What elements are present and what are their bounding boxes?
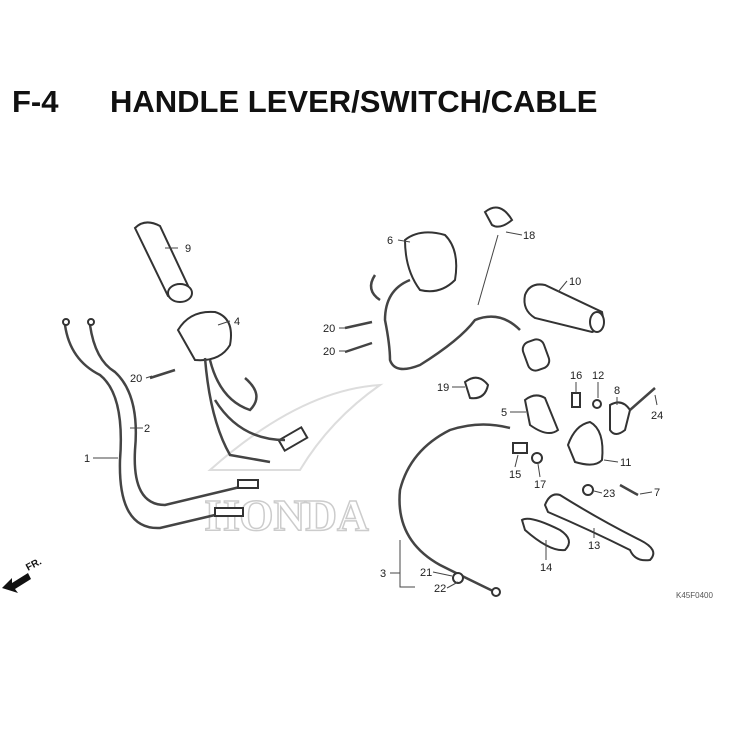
callout-22: 22 [434,583,446,595]
callout-5: 5 [501,407,507,419]
callout-20a: 20 [130,373,142,385]
diagram-reference-code: K45F0400 [676,591,713,600]
left-switch-housing [176,310,309,464]
cover-19 [463,376,490,400]
callout-8: 8 [614,385,620,397]
callout-1: 1 [84,453,90,465]
bar-end-weight [521,338,551,372]
throttle-cables [62,318,259,530]
section-code: F-4 [12,84,59,119]
left-grip [133,221,193,303]
callout-23: 23 [603,488,615,500]
callout-13: 13 [588,540,600,552]
callout-12: 12 [592,370,604,382]
page-title: HANDLE LEVER/SWITCH/CABLE [110,84,598,119]
callout-10: 10 [569,276,581,288]
callout-labels: 9 4 20 2 1 6 18 10 20 20 19 16 12 8 24 5… [84,230,663,595]
bolts-20 [149,320,373,380]
callout-17: 17 [534,479,546,491]
callout-4: 4 [234,316,240,328]
callout-3: 3 [380,568,386,580]
svg-text:FR.: FR. [24,556,44,573]
callout-9: 9 [185,243,191,255]
callout-15: 15 [509,469,521,481]
right-grip [523,283,605,334]
callout-2: 2 [144,423,150,435]
callout-19: 19 [437,382,449,394]
clutch-cable [398,423,511,594]
callout-7: 7 [654,487,660,499]
callout-6: 6 [387,235,393,247]
clamp-18 [483,206,514,228]
callout-16: 16 [570,370,582,382]
callout-20c: 20 [323,346,335,358]
callout-11: 11 [620,457,631,469]
callout-21: 21 [420,567,432,579]
callout-18: 18 [523,230,535,242]
right-switch-housing [369,231,521,371]
callout-24: 24 [651,410,663,422]
callout-14: 14 [540,562,552,574]
front-direction-arrow: FR. [2,556,44,593]
callout-20b: 20 [323,323,335,335]
wing-logo-watermark [207,383,384,471]
clutch-lever-assembly [512,387,656,562]
